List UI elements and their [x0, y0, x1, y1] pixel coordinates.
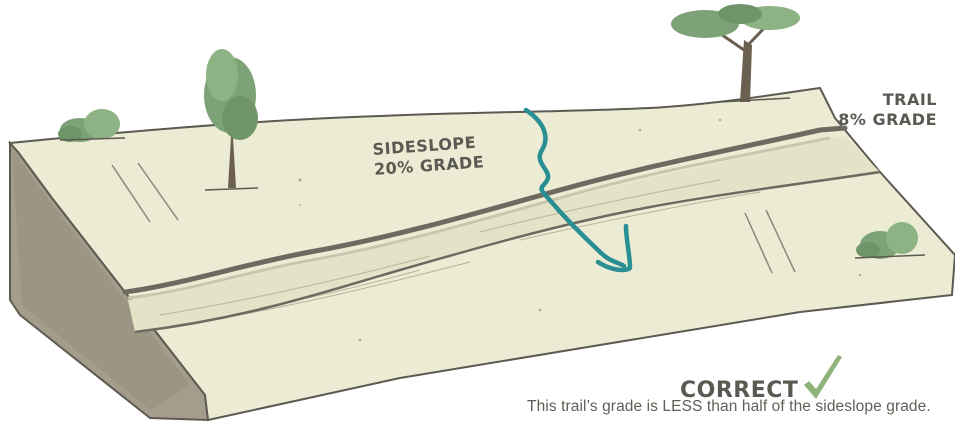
- verdict: CORRECT: [680, 355, 844, 403]
- trail-label-line2: 8% GRADE: [838, 110, 937, 130]
- sideslope-grade-label: SIDESLOPE 20% GRADE: [372, 132, 485, 180]
- checkmark-icon: [802, 355, 844, 403]
- trail-grade-label: TRAIL 8% GRADE: [838, 90, 937, 130]
- trail-label-line1: TRAIL: [838, 90, 937, 110]
- tree-right: [671, 4, 800, 102]
- caption: This trail’s grade is LESS than half of …: [527, 398, 931, 416]
